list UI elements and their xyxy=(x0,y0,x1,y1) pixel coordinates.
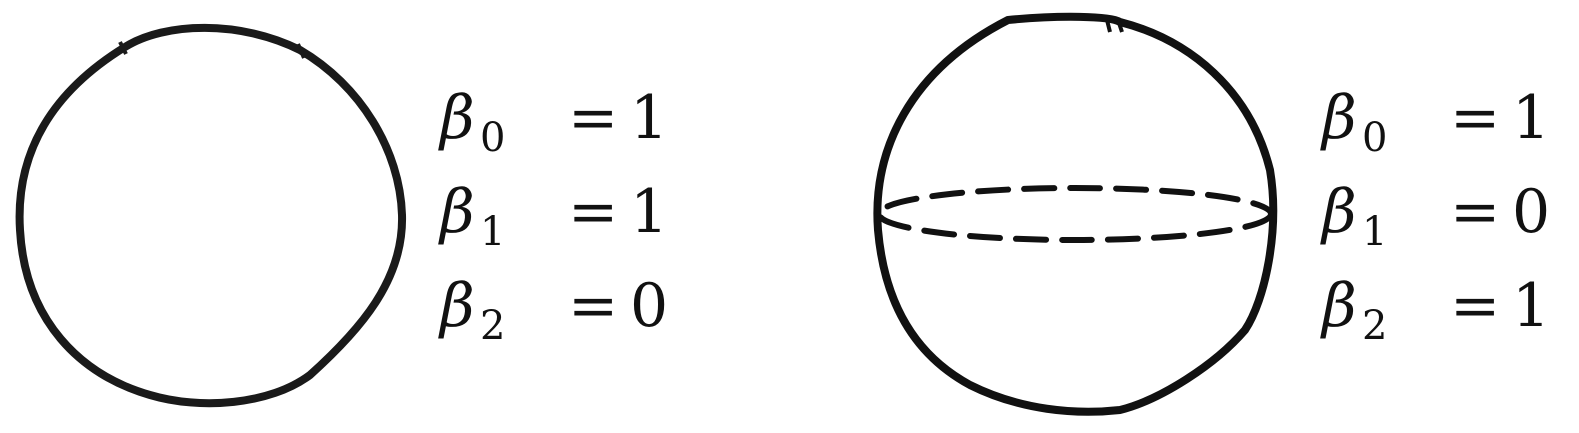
beta-symbol: β xyxy=(440,177,475,247)
beta-symbol: β xyxy=(440,83,475,153)
betti-row-2: β 2 = 0 xyxy=(440,266,690,360)
beta-subscript: 0 xyxy=(1362,115,1388,161)
circle-tick-mark xyxy=(296,43,306,59)
betti-row-0: β 0 = 1 xyxy=(440,78,690,172)
betti-row-1: β 1 = 0 xyxy=(1322,172,1572,266)
betti-value: 1 xyxy=(630,83,669,153)
betti-value: 1 xyxy=(630,177,669,247)
equals-sign: = xyxy=(1450,83,1501,153)
sphere-tick-mark xyxy=(1116,19,1124,33)
beta-subscript: 1 xyxy=(480,209,506,255)
betti-row-1: β 1 = 1 xyxy=(440,172,690,266)
betti-row-0: β 0 = 1 xyxy=(1322,78,1572,172)
circle-betti-numbers: β 0 = 1 β 1 = 1 β 2 = 0 xyxy=(440,78,690,360)
beta-subscript: 0 xyxy=(480,115,506,161)
circle-outline xyxy=(15,23,407,408)
beta-subscript: 2 xyxy=(1362,303,1388,349)
beta-symbol: β xyxy=(1322,83,1357,153)
sphere-equator-dashed xyxy=(876,185,1274,243)
circle-tick-mark xyxy=(118,41,128,55)
equals-sign: = xyxy=(568,177,619,247)
circle-drawing xyxy=(15,23,407,408)
equals-sign: = xyxy=(568,83,619,153)
sphere-drawing xyxy=(873,12,1278,416)
beta-symbol: β xyxy=(1322,271,1357,341)
sphere-betti-numbers: β 0 = 1 β 1 = 0 β 2 = 1 xyxy=(1322,78,1572,360)
sphere-tick-mark xyxy=(1105,19,1112,33)
betti-value: 0 xyxy=(630,271,669,341)
beta-subscript: 2 xyxy=(480,303,506,349)
equals-sign: = xyxy=(1450,271,1501,341)
equals-sign: = xyxy=(1450,177,1501,247)
sphere-figure xyxy=(860,0,1300,433)
circle-figure xyxy=(0,0,430,433)
equals-sign: = xyxy=(568,271,619,341)
betti-value: 1 xyxy=(1512,83,1551,153)
betti-row-2: β 2 = 1 xyxy=(1322,266,1572,360)
sphere-outline xyxy=(873,12,1278,416)
beta-symbol: β xyxy=(1322,177,1357,247)
beta-symbol: β xyxy=(440,271,475,341)
betti-value: 1 xyxy=(1512,271,1551,341)
betti-value: 0 xyxy=(1512,177,1551,247)
beta-subscript: 1 xyxy=(1362,209,1388,255)
